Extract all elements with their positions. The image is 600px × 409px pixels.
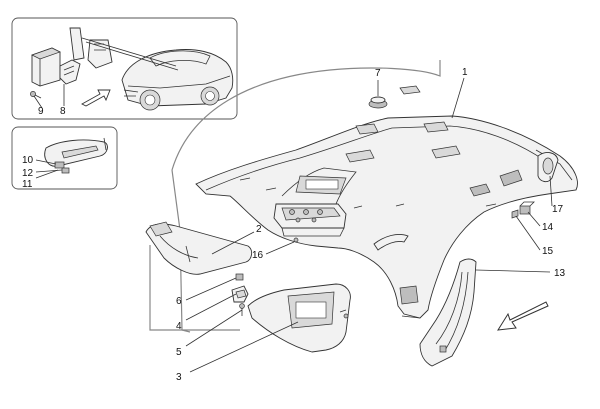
- callout-9: 9: [38, 106, 44, 117]
- inset-car-detail: [11, 17, 238, 120]
- callout-7: 7: [375, 68, 381, 79]
- callout-15: 15: [542, 246, 554, 257]
- callout-1: 1: [462, 67, 468, 78]
- callout-13: 13: [554, 268, 566, 279]
- headliner-part: [195, 115, 578, 319]
- screw-part: [30, 91, 42, 99]
- callout-5: 5: [176, 347, 182, 358]
- sun-visor-right-part: [247, 283, 351, 353]
- car-illustration: [81, 37, 234, 111]
- callout-4: 4: [176, 321, 182, 332]
- rear-handle-part: [537, 152, 559, 183]
- callout-14: 14: [542, 222, 554, 233]
- overhead-console-part: [273, 203, 347, 237]
- connector-bracket-part: [59, 59, 81, 85]
- callout-8: 8: [60, 106, 66, 117]
- inset-visor-detail: [11, 126, 118, 190]
- visor-hinge-part: [231, 285, 249, 303]
- bracket-part: [511, 209, 519, 219]
- callout-6: 6: [176, 296, 182, 307]
- clip-part: [519, 201, 535, 215]
- callout-2: 2: [256, 224, 262, 235]
- callout-10: 10: [22, 155, 34, 166]
- cover-plate-part: [399, 85, 421, 95]
- callout-12: 12: [22, 168, 34, 179]
- leader-lines: [33, 77, 553, 373]
- control-unit-part: [31, 47, 61, 87]
- sun-visor-left-part: [145, 221, 253, 275]
- visor-screw-part: [239, 303, 245, 316]
- direction-arrow: [81, 89, 111, 107]
- callout-11: 11: [22, 179, 33, 190]
- callout-labels: 1 2 3 4 5 6 7 8 9 10 11 12 13 14 15 16 1…: [22, 67, 566, 383]
- callout-16: 16: [252, 250, 264, 261]
- front-direction-arrow: [497, 301, 549, 331]
- callout-17: 17: [552, 204, 564, 215]
- grommet-part: [368, 96, 388, 109]
- pin-part: [293, 237, 299, 243]
- visor-clip-part: [235, 273, 244, 281]
- callout-3: 3: [176, 372, 182, 383]
- pillar-trim-part: [419, 258, 477, 367]
